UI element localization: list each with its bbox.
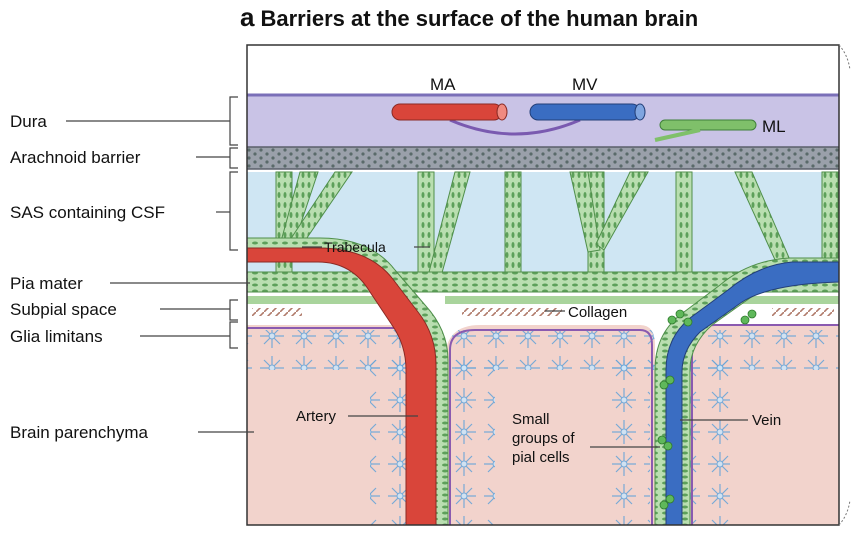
label-small-groups-2: groups of xyxy=(512,430,575,447)
vein xyxy=(665,261,839,525)
astrocyte-column-4 xyxy=(690,360,730,525)
label-small-groups-1: Small xyxy=(512,411,550,428)
label-ma: MA xyxy=(430,75,456,94)
diagram-frame xyxy=(246,44,840,526)
label-pia: Pia mater xyxy=(10,274,83,293)
panel-title-text: Barriers at the surface of the human bra… xyxy=(260,6,699,31)
label-artery: Artery xyxy=(296,408,337,425)
ma-mv-link xyxy=(449,118,581,136)
label-trabecula: Trabecula xyxy=(324,239,386,255)
perivascular-gap xyxy=(420,300,839,525)
collagen-3 xyxy=(772,308,834,316)
collagen-1 xyxy=(252,308,302,316)
meningeal-lymphatic xyxy=(659,119,757,131)
astrocyte-column-2 xyxy=(455,360,495,525)
label-arachnoid: Arachnoid barrier xyxy=(10,148,141,167)
label-vein: Vein xyxy=(752,412,781,429)
label-collagen: Collagen xyxy=(568,304,627,321)
arachnoid-layer xyxy=(247,147,839,169)
layer-brackets xyxy=(229,96,238,349)
astrocyte-column-1 xyxy=(370,360,410,525)
label-subpial: Subpial space xyxy=(10,300,117,319)
artery xyxy=(247,247,437,525)
label-ml: ML xyxy=(762,117,786,136)
leader-lines xyxy=(66,120,748,448)
label-sas: SAS containing CSF xyxy=(10,203,165,222)
meningeal-vein xyxy=(529,103,641,121)
astrocyte-column-3 xyxy=(610,360,650,525)
meningeal-artery xyxy=(391,103,503,121)
panel-letter: a xyxy=(240,2,255,32)
label-parenchyma: Brain parenchyma xyxy=(10,423,149,442)
pial-cell-clusters xyxy=(657,309,757,510)
label-glia: Glia limitans xyxy=(10,327,103,346)
astrocyte-band-top xyxy=(247,330,839,370)
label-small-groups-3: pial cells xyxy=(512,449,570,466)
label-mv: MV xyxy=(572,75,598,94)
label-dura: Dura xyxy=(10,112,47,131)
collagen-2 xyxy=(462,308,562,316)
